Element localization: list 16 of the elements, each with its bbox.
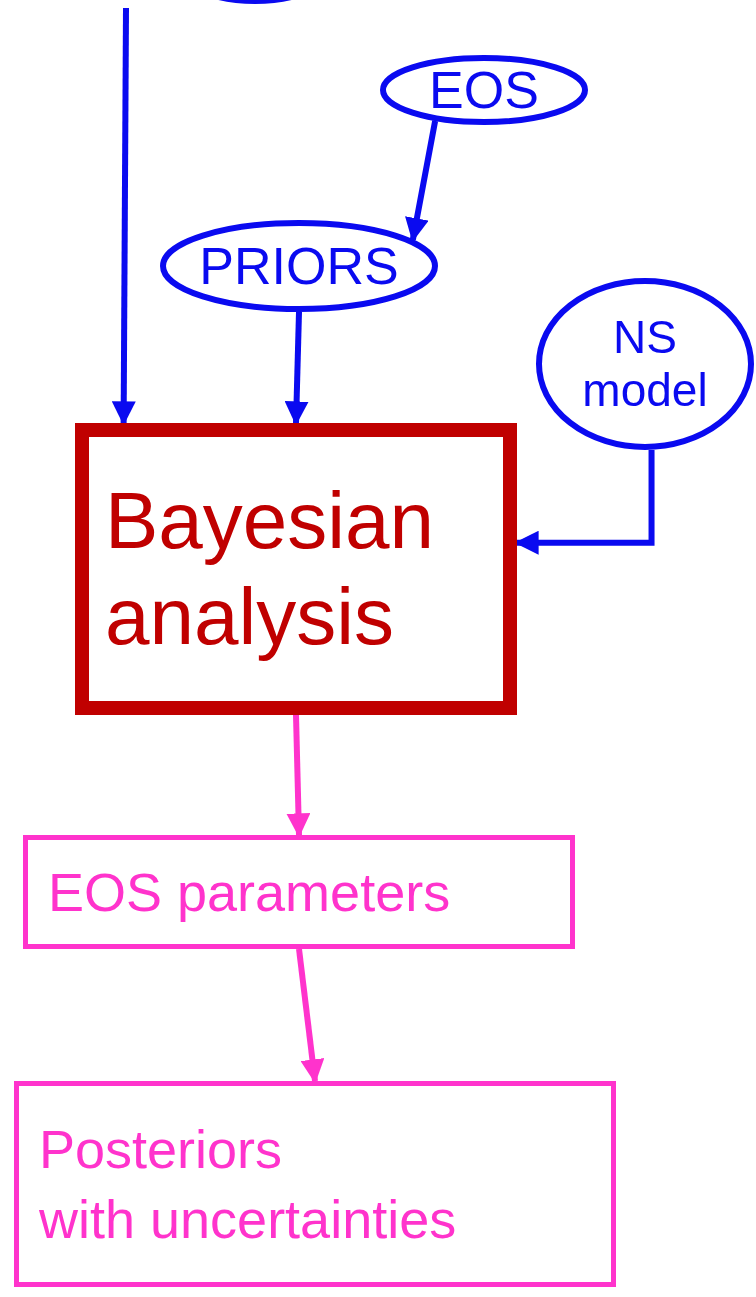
- node-label: NS model: [581, 311, 709, 417]
- output-box: [23, 835, 575, 949]
- node-label: Bayesian analysis: [105, 475, 436, 663]
- ellipse-node: [380, 55, 588, 125]
- ellipse-node: [160, 220, 438, 312]
- node-label: with uncertainties: [39, 1188, 457, 1251]
- node-label: EOS parameters: [48, 860, 451, 924]
- arrow: [284, 311, 309, 426]
- ellipse-node: [536, 278, 754, 450]
- node-label: EOS: [429, 60, 539, 121]
- node-label: PRIORS: [199, 236, 399, 297]
- node-label: Posteriors: [39, 1117, 283, 1181]
- process-box: [75, 423, 517, 715]
- arrow: [405, 120, 439, 242]
- arrow: [111, 7, 136, 426]
- output-box: [14, 1081, 616, 1287]
